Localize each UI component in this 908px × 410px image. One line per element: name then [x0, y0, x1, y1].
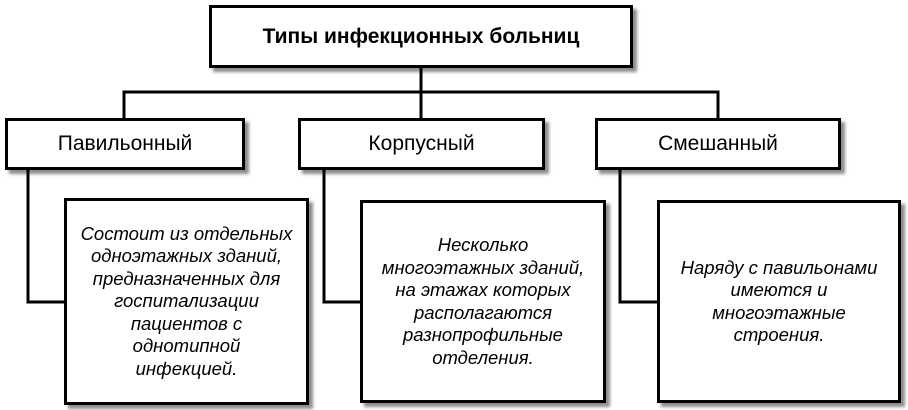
description-line: многоэтажных зданий, [381, 256, 585, 278]
description-line: Несколько [437, 234, 529, 255]
diagram-title-text: Типы инфекционных больниц [262, 24, 580, 48]
type-mixed-label: Смешанный [658, 132, 778, 155]
description-line: пациентов с [130, 312, 243, 334]
description-line: одноэтажных зданий, [90, 245, 283, 267]
description-line: Наряду с павильонами [680, 256, 878, 278]
description-mixed: Наряду с павильонами имеются и многоэтаж… [657, 200, 901, 403]
description-line: имеются и [730, 279, 828, 300]
description-line: строения. [733, 324, 825, 345]
description-line: Состоит из отдельных [80, 222, 293, 244]
description-line: однотипной [132, 335, 241, 357]
description-line: располагаются [413, 301, 553, 323]
type-mixed: Смешанный [595, 118, 841, 170]
type-block: Корпусный [298, 118, 545, 170]
description-line: многоэтажные [712, 301, 846, 323]
type-block-label: Корпусный [368, 132, 475, 155]
diagram-title: Типы инфекционных больниц [209, 5, 633, 68]
description-line: на этажах которых [395, 279, 571, 300]
type-pavilion: Павильонный [5, 118, 245, 170]
description-line: отделения. [432, 346, 534, 368]
description-line: разнопрофильные [402, 324, 563, 345]
description-pavilion: Состоит из отдельных одноэтажных зданий,… [64, 198, 309, 405]
description-line: инфекцией. [135, 357, 238, 379]
type-pavilion-label: Павильонный [57, 132, 193, 155]
description-line: госпитализации [114, 290, 259, 312]
description-line: предназначенных для [92, 267, 281, 289]
description-block: Несколько многоэтажных зданий, на этажах… [360, 200, 606, 403]
